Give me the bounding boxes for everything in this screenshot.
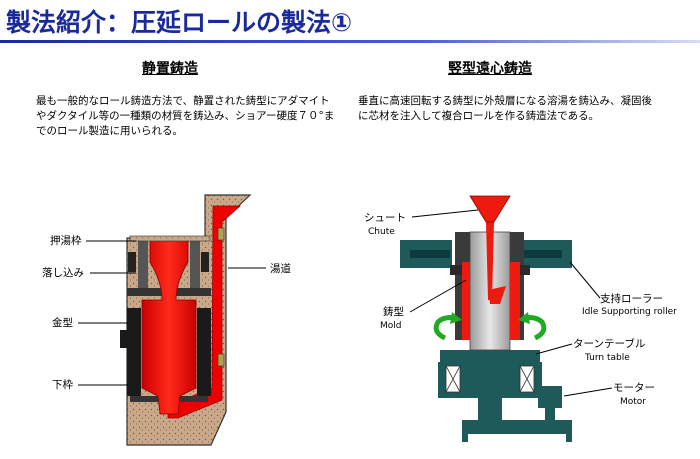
upper-frame-left — [138, 240, 148, 295]
rotation-arrow-right — [523, 315, 547, 341]
static-casting-diagram: 押湯枠 落し込み 金型 下枠 湯道 — [42, 194, 291, 446]
static-casting-heading: 静置鋳造 — [142, 61, 198, 77]
pointer-motor — [563, 387, 613, 397]
roll-casting — [141, 239, 197, 415]
static-casting-description: 最も一般的なロール鋳造方法で、静置された鋳型にアダマイトやダクタイル等の一種類の… — [36, 95, 335, 137]
title-underline — [0, 40, 700, 43]
pointer-turntable — [535, 343, 573, 355]
centrifugal-casting-description: 垂直に高速回転する鋳型に外殻層になる溶湯を鋳込み、凝固後に芯材を注入して複合ロー… — [358, 95, 652, 122]
label-turntable: ターンテーブル — [573, 337, 645, 350]
label-drop: 落し込み — [42, 267, 84, 279]
label-mold: 金型 — [52, 316, 73, 329]
label-roller-en: Idle Supporting roller — [582, 307, 677, 317]
runner-clamp-bottom — [217, 353, 225, 367]
label-chute: シュート — [364, 212, 406, 224]
label-turntable-en: Turn table — [584, 353, 630, 363]
rotation-arrow-left — [433, 315, 457, 341]
label-motor-en: Motor — [620, 397, 646, 407]
label-upper-frame: 押湯枠 — [50, 234, 82, 247]
bolt-left — [128, 252, 136, 272]
label-roller: 支持ローラー — [600, 292, 663, 305]
top-sand-ledge — [129, 235, 211, 242]
mold-lug — [120, 330, 128, 348]
label-runner: 湯道 — [270, 262, 291, 275]
pour-stream — [486, 222, 494, 300]
pointer-mold-right — [409, 279, 467, 313]
turntable-top — [440, 350, 540, 362]
label-chute-en: Chute — [368, 227, 395, 237]
label-lower-frame: 下枠 — [52, 378, 73, 391]
upper-frame-right — [190, 240, 200, 295]
centrifugal-casting-heading: 竪型遠心鋳造 — [448, 61, 532, 77]
label-mold-ja: 鋳型 — [383, 305, 404, 318]
metal-mold-right — [197, 308, 211, 396]
label-mold-en: Mold — [380, 321, 402, 331]
page-title: 製法紹介：圧延ロールの製法① — [6, 8, 353, 37]
motor — [538, 386, 562, 408]
runner-clamp-top — [217, 227, 225, 241]
label-motor: モーター — [613, 382, 655, 394]
metal-mold-left — [127, 308, 141, 396]
turntable-shaft — [478, 398, 502, 420]
bolt-right — [201, 252, 209, 272]
pointer-roller — [569, 261, 601, 299]
chute-funnel — [469, 195, 511, 223]
pointer-chute — [411, 209, 479, 218]
base-frame — [462, 420, 572, 434]
centrifugal-casting-diagram: シュート Chute 鋳型 Mold 支持ローラー Idle Supportin… — [364, 195, 677, 442]
